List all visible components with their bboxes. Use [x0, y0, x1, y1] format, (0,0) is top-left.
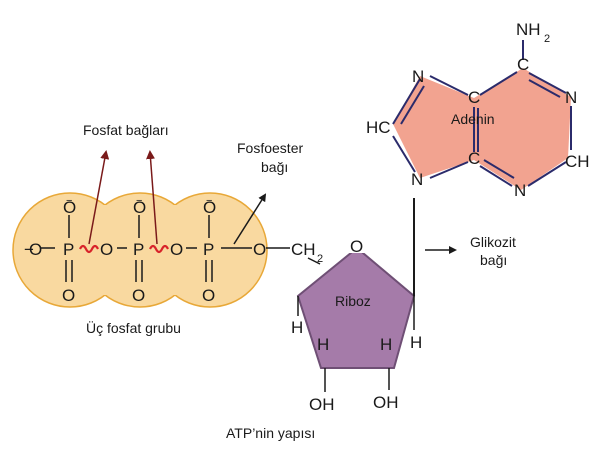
oxygen-bottom-2: O	[132, 286, 145, 305]
annotations: Fosfat bağları Fosfoester bağı Glikozit …	[83, 122, 516, 441]
adenine-c5: C	[468, 88, 480, 107]
triphosphate-group	[12, 192, 268, 308]
adenine-n7: N	[412, 67, 424, 86]
triphosphate-bonds	[41, 215, 290, 282]
high-energy-bonds	[79, 244, 169, 254]
adenine-ring-fill	[393, 68, 571, 190]
phosphoester-label-line2: bağı	[261, 159, 288, 175]
hydrogen-c1: H	[410, 333, 422, 352]
ch2-group: CH 2	[291, 240, 323, 265]
bridge-oxygen-2: O	[170, 240, 183, 259]
glycosidic-label-line1: Glikozit	[470, 234, 516, 250]
hydrogen-c3: H	[317, 335, 329, 354]
ribose-ring-oxygen: O	[350, 237, 363, 256]
ch2-label: CH	[291, 240, 316, 259]
ch2-subscript: 2	[317, 253, 323, 265]
oxygen-minus-1: −	[66, 195, 72, 207]
phosphate-atoms: − O − O P O O − O P O O − O P O O	[24, 195, 266, 305]
atp-structure-caption: ATP’nin yapısı	[226, 425, 315, 441]
high-energy-bond-1	[79, 244, 99, 254]
adenine-c4: C	[468, 149, 480, 168]
phosphate-bonds-label: Fosfat bağları	[83, 122, 169, 138]
triphosphate-group-label: Üç fosfat grubu	[86, 319, 181, 336]
phosphorus-2: P	[133, 240, 144, 259]
oxygen-minus-2: −	[136, 195, 142, 207]
hydroxyl-c2: OH	[373, 393, 399, 412]
hydroxyl-c3: OH	[309, 395, 335, 414]
adenine-label: Adenin	[451, 111, 495, 127]
adenine-hc: HC	[366, 118, 391, 137]
oxygen-bottom-1: O	[62, 286, 75, 305]
oxygen-top-3: O	[203, 198, 216, 217]
phosphoester-label-line1: Fosfoester	[237, 140, 303, 156]
adenine-n1: N	[565, 88, 577, 107]
high-energy-bond-2	[149, 244, 169, 254]
oxygen-bottom-3: O	[202, 286, 215, 305]
adenine-base: HC N C C N C N CH N NH 2 Adenin	[366, 20, 590, 200]
phosphorus-3: P	[203, 240, 214, 259]
phosphate-bond-arrow-1	[88, 150, 110, 245]
oxygen-top-1: O	[63, 198, 76, 217]
ester-oxygen: O	[253, 240, 266, 259]
adenine-n9: N	[411, 170, 423, 189]
oxygen-top-2: O	[133, 198, 146, 217]
phosphorus-1: P	[63, 240, 74, 259]
hydrogen-c4: H	[291, 318, 303, 337]
amine-nh: NH	[516, 20, 541, 39]
terminal-oxygen: O	[29, 240, 42, 259]
terminal-oxygen-minus: −	[24, 240, 34, 259]
bridge-oxygen-1: O	[100, 240, 113, 259]
adenine-ch: CH	[565, 152, 590, 171]
amine-subscript: 2	[544, 33, 550, 45]
hydrogen-c2: H	[380, 335, 392, 354]
glycosidic-label-line2: bağı	[480, 252, 507, 268]
ribose-ring: Riboz O H H H OH OH H	[291, 236, 422, 414]
adenine-c6: C	[517, 55, 529, 74]
oxygen-minus-3: −	[206, 195, 212, 207]
adenine-n3: N	[514, 181, 526, 200]
phosphoester-arrow	[233, 193, 267, 245]
phosphate-bond-arrow-2	[146, 150, 158, 245]
ribose-pentagon	[296, 246, 416, 369]
ribose-label: Riboz	[335, 293, 371, 309]
